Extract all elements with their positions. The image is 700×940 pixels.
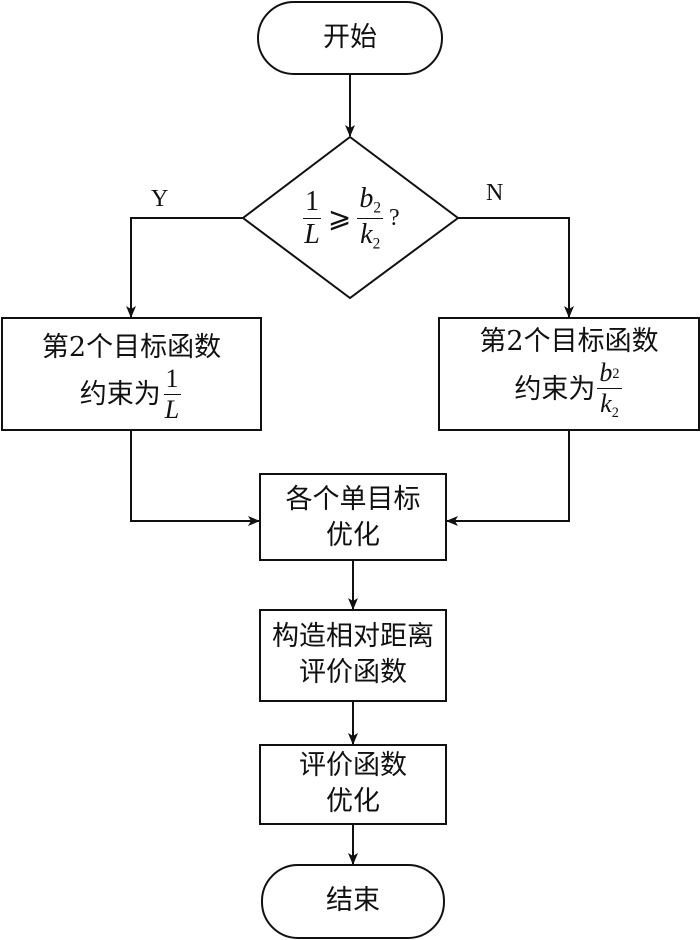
- construct-line2: 评价函数: [299, 657, 407, 688]
- edge-decision-yes: [126, 217, 243, 318]
- yes-frac-numerator: 1: [163, 364, 181, 395]
- relation-symbol: ⩾: [327, 201, 352, 234]
- single-opt-line2: 优化: [326, 520, 380, 551]
- yes-box-fraction: 1 L: [163, 366, 181, 423]
- lhs-denominator: L: [304, 218, 320, 250]
- edge-yes-single: [130, 430, 260, 526]
- edge-no-single: [446, 430, 570, 526]
- construct-box: 构造相对距离 评价函数: [260, 619, 446, 691]
- no-frac-numerator: b2: [597, 358, 622, 389]
- no-frac-num-subscript: 2: [612, 366, 620, 383]
- eval-opt-line2: 优化: [326, 786, 380, 817]
- rhs-den-subscript: 2: [372, 234, 381, 252]
- yes-box-line1: 第2个目标函数: [41, 332, 222, 363]
- start-label: 开始: [323, 22, 377, 53]
- single-opt-line1: 各个单目标: [285, 484, 421, 515]
- rhs-num-subscript: 2: [373, 199, 382, 217]
- no-box-fraction: b2 k2: [597, 358, 622, 421]
- start-terminal: 开始: [258, 20, 442, 56]
- eval-opt-box: 评价函数 优化: [260, 748, 446, 820]
- yes-branch-label: Y: [151, 186, 169, 212]
- rhs-den-base: k: [360, 218, 373, 250]
- single-opt-box: 各个单目标 优化: [260, 482, 446, 554]
- construct-line1: 构造相对距离: [272, 621, 434, 652]
- no-box: 第2个目标函数 约束为 b2 k2: [439, 324, 699, 420]
- condition-lhs-fraction: 1 L: [302, 185, 322, 250]
- no-box-prefix: 约束为: [514, 374, 596, 406]
- yes-frac-denominator: L: [164, 395, 180, 424]
- rhs-denominator: k2: [358, 219, 382, 252]
- decision-diamond-shape: [241, 135, 460, 300]
- end-label: 结束: [326, 885, 380, 916]
- no-branch-label: N: [486, 180, 504, 206]
- yes-box-line2: 约束为 1 L: [2, 366, 261, 423]
- no-box-line1: 第2个目标函数: [479, 326, 659, 357]
- no-frac-den-subscript: 2: [611, 405, 619, 421]
- rhs-num-base: b: [359, 182, 374, 214]
- yes-box: 第2个目标函数 约束为 1 L: [2, 330, 261, 423]
- no-frac-den-base: k: [600, 389, 612, 418]
- end-terminal: 结束: [262, 883, 444, 919]
- eval-opt-line1: 评价函数: [299, 750, 407, 781]
- lhs-numerator: 1: [303, 185, 322, 219]
- no-frac-denominator: k2: [598, 389, 621, 421]
- decision-condition: 1 L ⩾ b2 k2 ?: [270, 178, 430, 258]
- edge-decision-no: [458, 217, 574, 318]
- end-terminal-shape: [261, 864, 445, 939]
- condition-rhs-fraction: b2 k2: [357, 182, 384, 252]
- yes-box-prefix: 约束为: [79, 378, 161, 410]
- no-frac-num-base: b: [599, 358, 613, 387]
- question-mark: ?: [389, 205, 400, 231]
- no-box-line2: 约束为 b2 k2: [439, 360, 699, 420]
- rhs-numerator: b2: [357, 182, 384, 219]
